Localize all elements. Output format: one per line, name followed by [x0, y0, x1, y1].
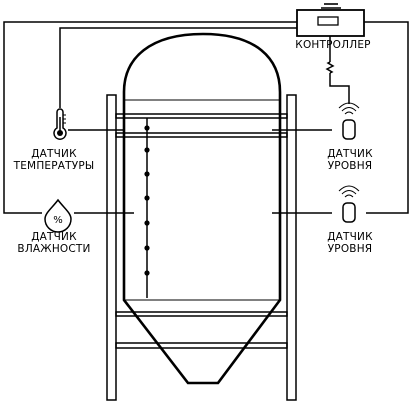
level-sensor-top-label: ДАТЧИК УРОВНЯ: [327, 148, 373, 172]
wireless-level-sensor-top-icon: [338, 102, 360, 140]
beam-middle: [115, 311, 288, 317]
wire-controller-to-humidity: [3, 21, 297, 214]
silo-leg-left: [106, 94, 117, 401]
wire-zigzag: [325, 61, 335, 74]
probe-sensors: [144, 125, 150, 276]
wire-controller-to-temperature: [59, 27, 297, 108]
beam-top-2: [115, 132, 288, 138]
humidity-drop-icon: %: [44, 198, 72, 233]
wiring: [3, 21, 409, 214]
thermometer-icon: [53, 108, 67, 140]
silo-leg-right: [286, 94, 297, 401]
silo-body: [122, 32, 282, 385]
level-sensor-bottom-label: ДАТЧИК УРОВНЯ: [327, 231, 373, 255]
controller-box-icon: [296, 3, 365, 37]
temperature-sensor-label: ДАТЧИК ТЕМПЕРАТУРЫ: [13, 148, 95, 172]
wire-controller-to-level-bottom: [364, 21, 409, 214]
humidity-sensor-label: ДАТЧИК ВЛАЖНОСТИ: [17, 231, 91, 255]
silo: [106, 32, 297, 401]
wireless-level-sensor-bottom-icon: [338, 185, 360, 223]
humidity-percent-symbol: %: [53, 215, 63, 226]
wire-to-level-top: [329, 73, 350, 104]
controller-label: КОНТРОЛЛЕР: [295, 39, 371, 51]
beam-top-1: [115, 113, 288, 119]
beam-bottom: [115, 342, 288, 349]
